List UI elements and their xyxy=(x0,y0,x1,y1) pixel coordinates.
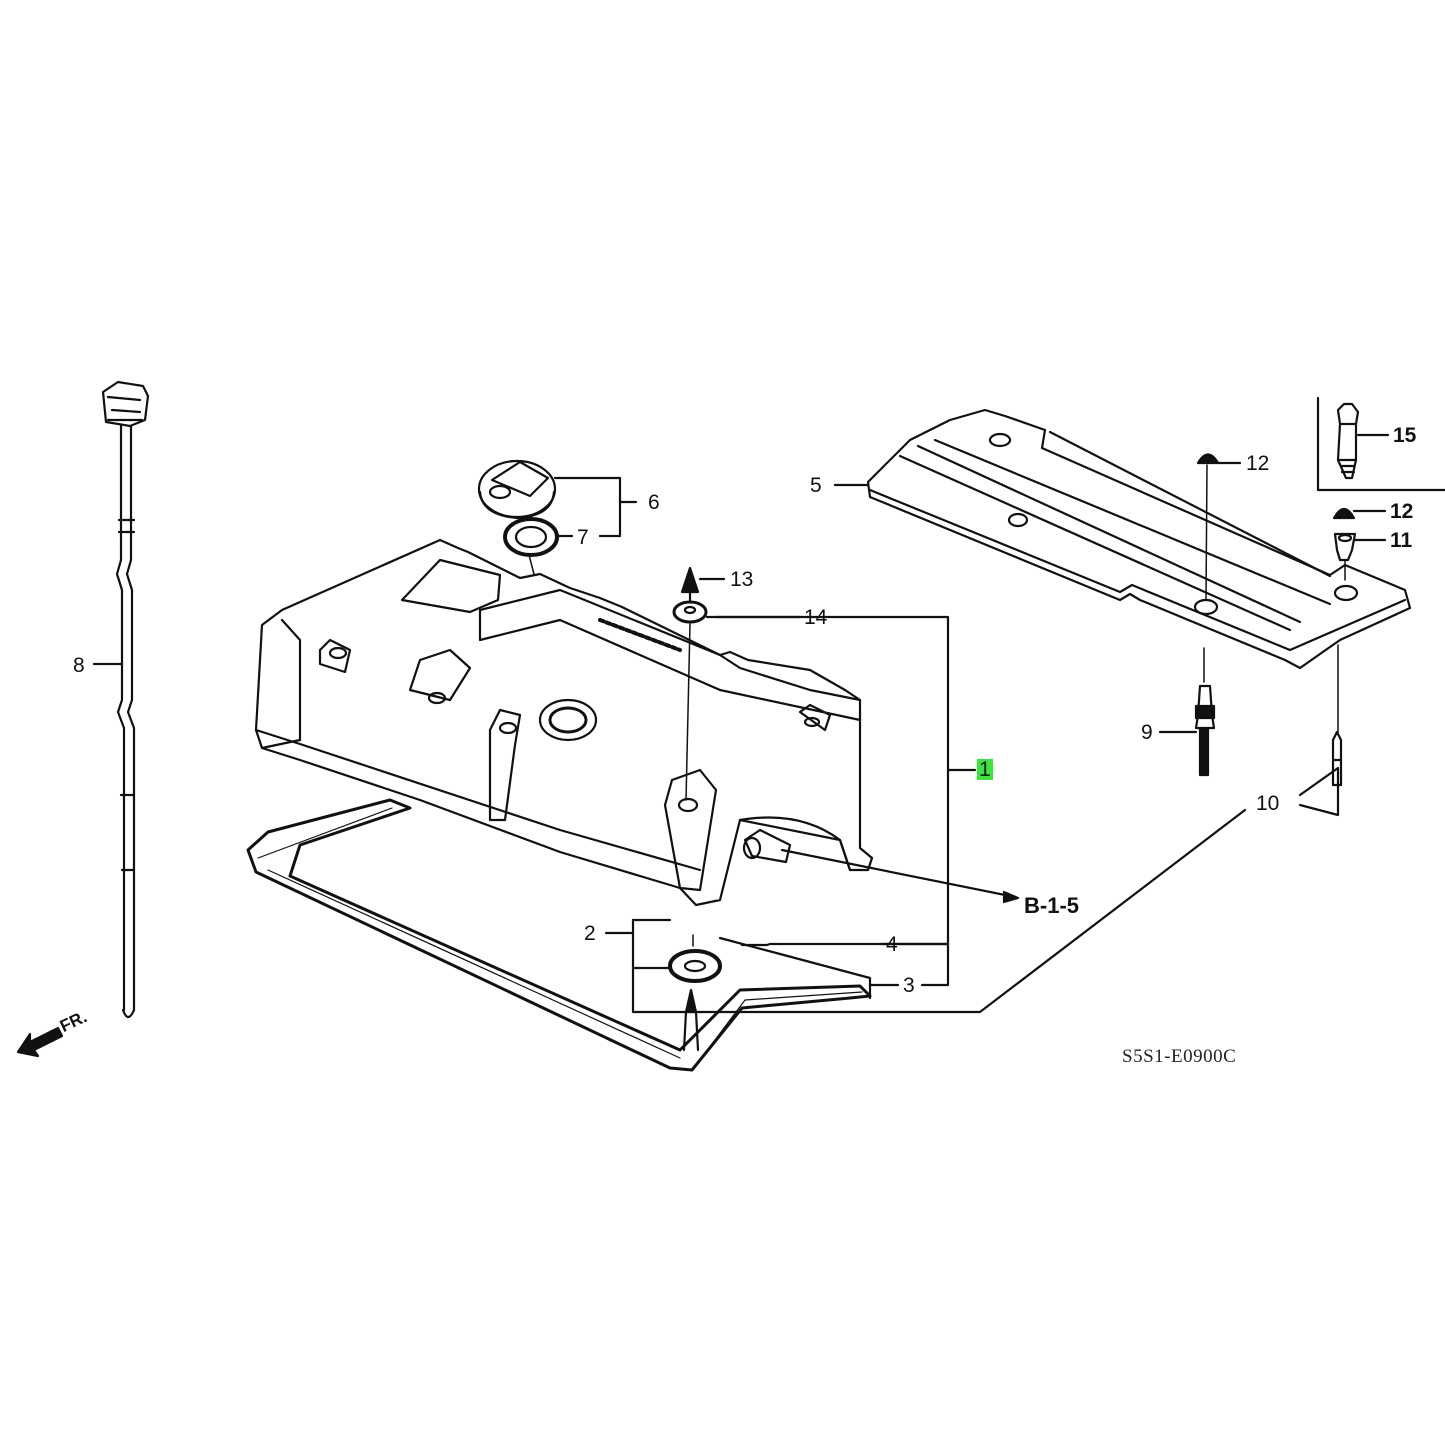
filler-cap-gasket-icon[interactable] xyxy=(503,517,559,557)
cap-nut-12b-icon[interactable] xyxy=(1332,507,1356,520)
callout-9[interactable]: 9 xyxy=(1141,721,1153,744)
head-cover-gasket-icon[interactable] xyxy=(246,798,872,1072)
callout-4[interactable]: 4 xyxy=(886,933,898,956)
callout-15[interactable]: 15 xyxy=(1393,424,1417,447)
callout-6[interactable]: 6 xyxy=(648,491,660,514)
callout-3[interactable]: 3 xyxy=(903,974,915,997)
bracket-2 xyxy=(631,918,937,1014)
callout-12b[interactable]: 12 xyxy=(1390,500,1414,523)
callout-11[interactable]: 11 xyxy=(1390,529,1413,552)
bracket-6-7 xyxy=(553,476,622,538)
leader-10 xyxy=(933,808,1247,1014)
ignition-coil-cover-icon[interactable] xyxy=(866,408,1412,670)
stud-bolt-9-icon[interactable] xyxy=(1194,684,1216,777)
stud-bolt-2-icon[interactable] xyxy=(682,988,700,1052)
callout-8[interactable]: 8 xyxy=(73,654,85,677)
cap-nut-13-icon[interactable] xyxy=(680,566,700,594)
plug-seal-icon[interactable] xyxy=(668,949,722,983)
reference-b-1-5-link[interactable]: B-1-5 xyxy=(1024,893,1080,918)
cap-nut-12-icon[interactable] xyxy=(1196,453,1220,465)
callout-2[interactable]: 2 xyxy=(584,922,596,945)
honda-emblem xyxy=(598,618,682,652)
oil-filler-cap-icon[interactable] xyxy=(477,459,557,520)
bracket-1 xyxy=(715,615,950,987)
callout-12a[interactable]: 12 xyxy=(1246,452,1270,475)
stud-bolt-15-icon[interactable] xyxy=(1336,402,1360,480)
bracket-15 xyxy=(1316,396,1445,492)
dipstick-icon[interactable] xyxy=(101,380,150,1019)
callout-10[interactable]: 10 xyxy=(1256,792,1280,815)
callout-7[interactable]: 7 xyxy=(577,526,589,549)
callout-14[interactable]: 14 xyxy=(804,606,828,629)
front-arrow-icon xyxy=(16,1026,64,1058)
callout-1[interactable]: 1 xyxy=(977,758,993,781)
callout-13[interactable]: 13 xyxy=(730,568,754,591)
cylinder-head-cover-icon[interactable] xyxy=(254,538,874,907)
diagram-code: S5S1-E0900C xyxy=(1122,1046,1237,1067)
collar-11-icon[interactable] xyxy=(1333,532,1357,562)
rubber-washer-14-icon[interactable] xyxy=(672,600,708,624)
callout-5[interactable]: 5 xyxy=(810,474,822,497)
